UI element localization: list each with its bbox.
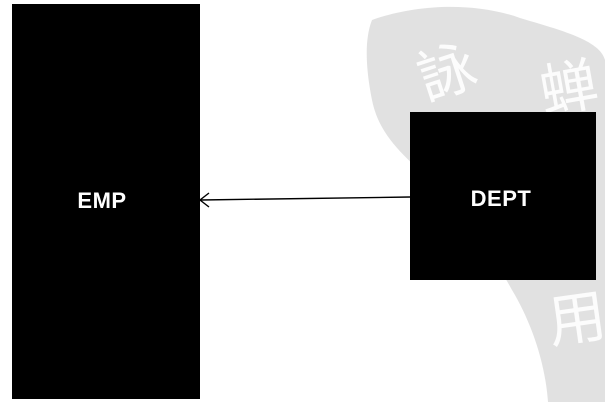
watermark-glyph-3: 用 — [543, 281, 605, 356]
watermark-glyph-1: 詠 — [409, 31, 485, 114]
connector-line — [200, 196, 411, 201]
entity-emp[interactable]: EMP — [12, 4, 200, 399]
entity-emp-label: EMP — [77, 188, 127, 213]
entity-dept-label: DEPT — [470, 186, 532, 211]
connector-arrowhead — [198, 192, 210, 208]
entity-dept[interactable]: DEPT — [410, 112, 596, 280]
